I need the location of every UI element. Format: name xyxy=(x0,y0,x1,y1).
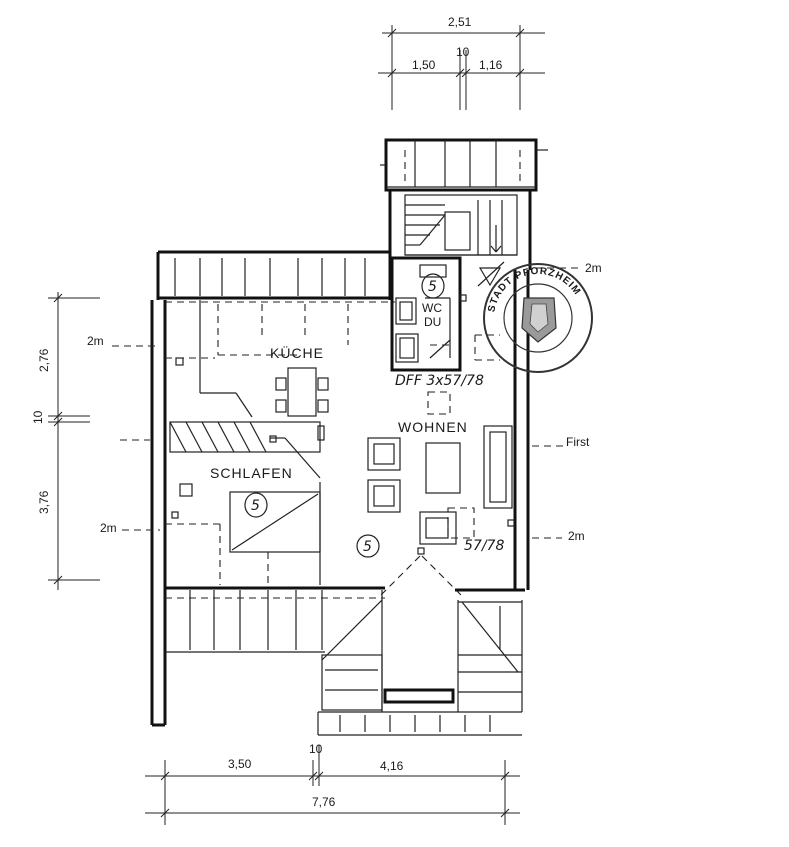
room-label-living: WOHNEN xyxy=(398,419,468,435)
height-annotations: 2m 2m 2m First 2m xyxy=(87,261,602,543)
dim-top-right: 1,16 xyxy=(479,58,503,72)
room-label-shower: DU xyxy=(424,315,441,329)
left-dimension-chain: 2,76 10 3,76 xyxy=(31,292,100,590)
ridge-label: First xyxy=(566,435,590,449)
bottom-balcony xyxy=(317,688,522,736)
official-stamp: STADT PFORZHEIM xyxy=(483,263,593,373)
room-label-bedroom: SCHLAFEN xyxy=(210,465,293,481)
bottom-dimension-chain: 3,50 10 4,16 7,76 xyxy=(145,742,520,825)
sofa xyxy=(483,425,513,509)
dining-chair xyxy=(275,377,287,391)
living-floor-marker xyxy=(356,534,380,558)
skylight-outline xyxy=(427,391,451,415)
dim-top-left: 1,50 xyxy=(412,58,436,72)
staircase-shaft xyxy=(388,190,532,300)
armchair xyxy=(367,437,401,471)
top-dimension-chain: 2,51 10 1,50 1,16 xyxy=(378,15,545,110)
coffee-table xyxy=(425,442,461,494)
armchair xyxy=(367,479,401,513)
top-window-band xyxy=(165,258,395,303)
dim-top-total: 2,51 xyxy=(448,15,472,29)
room-label-wc: WC xyxy=(422,301,442,315)
bath-floor-marker xyxy=(421,273,445,299)
dim-left-mid: 10 xyxy=(31,410,45,424)
bedroom-floor-marker xyxy=(244,492,268,518)
bottom-dormer-right xyxy=(455,588,525,712)
height-label-right-bottom: 2m xyxy=(568,529,585,543)
skylight-annotation-main: DFF 3x57/78 xyxy=(395,373,484,389)
top-dormer xyxy=(380,138,548,192)
kitchen-area: KÜCHE xyxy=(165,300,349,418)
dim-left-bottom: 3,76 xyxy=(37,490,51,514)
dim-bottom-right: 4,16 xyxy=(380,759,404,773)
outer-walls xyxy=(150,250,530,727)
room-label-kitchen: KÜCHE xyxy=(270,344,324,361)
dim-bottom-left: 3,50 xyxy=(228,757,252,771)
skylight-annotation-small: 57/78 xyxy=(464,538,504,554)
dining-chair xyxy=(317,377,329,391)
bathroom-area: 5 WC DU xyxy=(390,256,500,372)
dining-chair xyxy=(317,399,329,413)
dim-top-mid: 10 xyxy=(456,45,470,59)
bedroom-area: SCHLAFEN 5 xyxy=(165,421,325,585)
bedroom-marker-number: 5 xyxy=(251,498,260,514)
living-marker-number: 5 xyxy=(363,539,372,555)
height-label-right-top: 2m xyxy=(585,261,602,275)
bath-marker-number: 5 xyxy=(428,279,437,295)
armchair xyxy=(419,511,457,545)
triangle-symbol xyxy=(477,261,505,287)
dining-chair xyxy=(275,399,287,413)
dim-bottom-mid: 10 xyxy=(309,742,323,756)
dim-left-top: 2,76 xyxy=(37,348,51,372)
height-label-left-top: 2m xyxy=(87,334,104,348)
dim-bottom-total: 7,76 xyxy=(312,795,336,809)
height-label-left-bottom: 2m xyxy=(100,521,117,535)
living-area: WOHNEN 57/78 5 xyxy=(356,419,515,599)
bottom-dormer-left xyxy=(165,586,385,712)
dining-table xyxy=(287,367,317,417)
